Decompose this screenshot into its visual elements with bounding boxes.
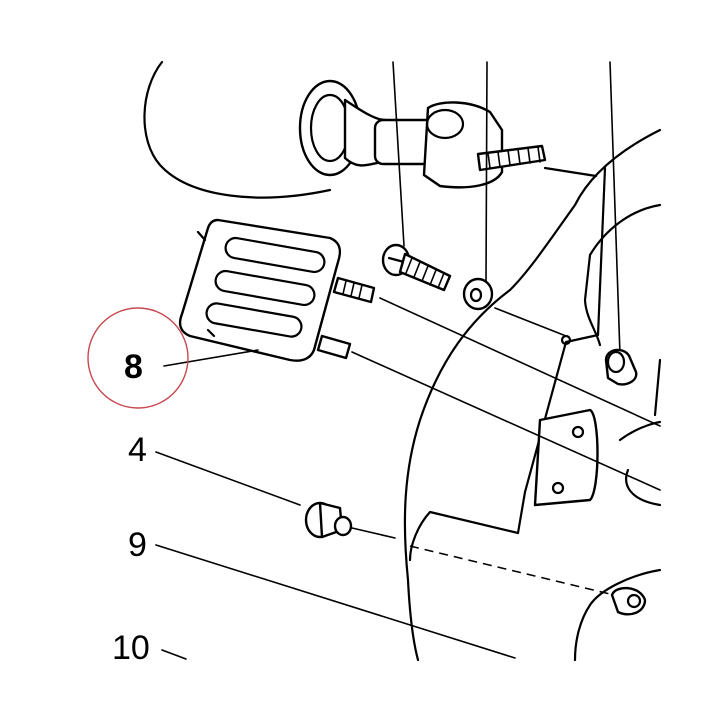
bushing-part-4 — [304, 501, 611, 595]
leader-lines-top — [392, 61, 621, 356]
callout-leaders — [155, 349, 516, 660]
pivot-housing — [298, 79, 598, 189]
body-outline — [143, 60, 332, 199]
frame-bracket — [403, 128, 662, 662]
alignment-lines — [351, 297, 661, 491]
callout-label-4[interactable]: 4 — [128, 431, 147, 469]
callout-8-highlight-circle — [87, 307, 189, 409]
washer — [462, 277, 494, 311]
callout-label-9[interactable]: 9 — [128, 526, 147, 564]
screw — [381, 243, 452, 292]
cap-nut — [604, 348, 638, 386]
footrest-pad-part-8 — [178, 218, 376, 362]
callout-label-8[interactable]: 8 — [124, 348, 143, 386]
callout-label-10[interactable]: 10 — [112, 629, 150, 667]
